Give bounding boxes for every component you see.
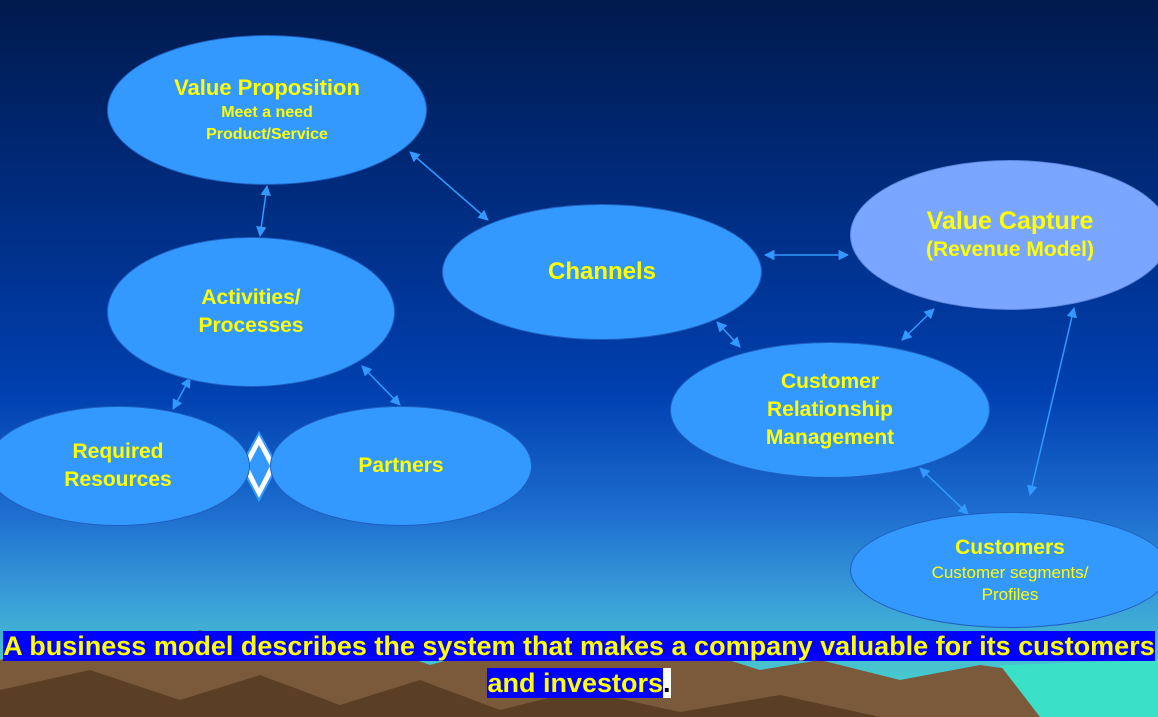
channels-title: Channels [547, 258, 657, 285]
caption-period: . [663, 668, 671, 698]
activities-line2: Processes [198, 314, 304, 337]
customers-line2: Profiles [981, 585, 1039, 604]
node-value-capture: Value Capture (Revenue Model) [850, 160, 1158, 310]
node-customers: Customers Customer segments/ Profiles [850, 512, 1158, 628]
arrow-crm-valuecapture [901, 308, 935, 341]
arrow-vp-activities [256, 184, 271, 238]
crm-line1: Customer [780, 370, 880, 393]
arrow-vp-channels [409, 151, 489, 221]
node-required-resources: Required Resources [0, 406, 250, 526]
value-capture-subtitle: (Revenue Model) [925, 238, 1095, 261]
node-crm: Customer Relationship Management [670, 342, 990, 478]
customers-line1: Customer segments/ [931, 563, 1089, 582]
node-value-proposition: Value Proposition Meet a need Product/Se… [107, 35, 427, 185]
customers-title: Customers [955, 536, 1065, 559]
arrow-valuecapture-customers [1027, 306, 1077, 497]
value-proposition-line2: Product/Service [206, 126, 328, 143]
value-proposition-line1: Meet a need [221, 104, 313, 121]
crm-line3: Management [765, 426, 895, 449]
required-resources-line1: Required [72, 440, 164, 463]
value-capture-title: Value Capture [926, 207, 1094, 235]
arrow-activities-partners [361, 365, 401, 406]
arrow-crm-customers [919, 467, 969, 515]
caption-text: A business model describes the system th… [3, 631, 1155, 698]
arrow-activities-resources [172, 377, 191, 410]
node-channels: Channels [442, 204, 762, 340]
node-partners: Partners [270, 406, 532, 526]
caption: A business model describes the system th… [0, 628, 1158, 702]
activities-line1: Activities/ [201, 286, 301, 309]
required-resources-line2: Resources [64, 468, 172, 491]
crm-line2: Relationship [766, 398, 893, 421]
arrow-channels-crm [716, 321, 741, 348]
node-activities: Activities/ Processes [107, 237, 395, 387]
value-proposition-title: Value Proposition [174, 75, 360, 100]
partners-title: Partners [358, 454, 444, 477]
